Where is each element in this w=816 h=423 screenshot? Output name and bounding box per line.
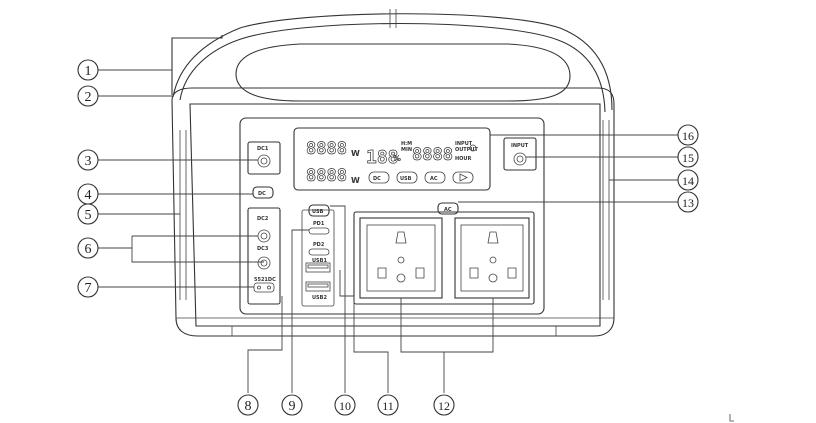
lcd-icon-usb: USB — [400, 176, 412, 182]
usb-output-section: USB PD1 PD2 USB1 USB2 — [301, 204, 335, 307]
lcd-unit-w-bottom: W — [351, 176, 360, 185]
usb1-port[interactable] — [305, 262, 331, 273]
carry-handle — [171, 9, 613, 113]
device-body — [171, 87, 615, 337]
callout-7: 7 — [77, 276, 99, 298]
callout-15: 15 — [677, 146, 699, 168]
callout-13: 13 — [677, 191, 699, 213]
input-label: INPUT — [511, 143, 529, 149]
dc2-port[interactable] — [257, 229, 271, 243]
usb2-port[interactable] — [305, 281, 331, 292]
lcd-flag-output: OUTPUT — [455, 147, 478, 153]
pd1-label: PD1 — [313, 221, 325, 227]
lcd-battery-percent: 188 — [366, 147, 399, 168]
dc1-port[interactable] — [257, 154, 271, 168]
dc5521-port[interactable] — [253, 282, 275, 293]
dc3-label: DC3 — [257, 246, 269, 252]
callout-12: 12 — [433, 394, 455, 416]
dc-output-section: DC1 DC DC2 DC3 5521DC — [247, 141, 281, 305]
svg-text:4: 4 — [85, 188, 92, 203]
dc-button-label: DC — [258, 191, 266, 197]
stray-mark — [729, 414, 734, 422]
lcd-time-value: 8888 — [412, 145, 453, 165]
usb-button[interactable] — [308, 204, 330, 217]
lcd-time-unit: HOUR — [455, 156, 471, 162]
input-section: INPUT — [503, 137, 537, 171]
input-port[interactable] — [513, 152, 527, 166]
dc1-label: DC1 — [257, 146, 269, 152]
svg-text:1: 1 — [85, 64, 92, 79]
svg-text:3: 3 — [85, 154, 92, 169]
callout-6: 6 — [77, 237, 99, 259]
callout-14: 14 — [677, 169, 699, 191]
lcd-watts-in: 8888 — [306, 139, 347, 159]
callout-9: 9 — [281, 394, 303, 416]
svg-text:7: 7 — [85, 281, 92, 296]
lcd-watts-out: 8888 — [306, 166, 347, 186]
callout-16: 16 — [677, 124, 699, 146]
lcd-play-icon — [452, 171, 474, 184]
usb-button-label: USB — [312, 209, 324, 215]
lcd-display: 8888 W 8888 W 188 % H:M MIN 8888 INPUT O… — [293, 127, 491, 191]
ac-socket-2[interactable] — [454, 217, 530, 299]
lcd-time-flag-min: MIN — [401, 147, 412, 153]
usb1-label: USB1 — [312, 258, 327, 264]
callout-3: 3 — [77, 149, 99, 171]
pd1-port[interactable] — [308, 227, 330, 235]
dc5521-label: 5521DC — [254, 277, 276, 283]
svg-text:9: 9 — [289, 399, 296, 414]
lcd-icon-ac: AC — [430, 176, 438, 182]
lcd-icon-dc: DC — [373, 176, 381, 182]
ac-button-label: AC — [444, 207, 452, 213]
callouts: 1 2 3 4 5 6 7 8 9 10 11 12 13 14 15 16 — [77, 59, 699, 416]
svg-text:5: 5 — [85, 208, 92, 223]
ac-output-section: AC — [353, 202, 535, 305]
ac-socket-1[interactable] — [359, 217, 443, 299]
svg-text:6: 6 — [85, 242, 92, 257]
svg-text:16: 16 — [682, 129, 694, 143]
svg-text:12: 12 — [438, 399, 450, 413]
svg-text:10: 10 — [339, 399, 351, 413]
pd2-port[interactable] — [308, 248, 330, 256]
svg-text:2: 2 — [85, 90, 92, 105]
ac-button[interactable] — [437, 202, 459, 215]
callout-1: 1 — [77, 59, 99, 81]
front-panel — [239, 117, 545, 315]
callout-8: 8 — [237, 394, 259, 416]
dc-button[interactable] — [252, 186, 274, 199]
callout-5: 5 — [77, 203, 99, 225]
svg-text:11: 11 — [382, 399, 394, 413]
leader-lines — [98, 69, 678, 393]
lcd-unit-w-top: W — [351, 149, 360, 158]
lcd-percent-unit: % — [393, 154, 401, 163]
lcd-time-flag-hm: H:M — [401, 141, 412, 147]
lcd-flag-input: INPUT — [455, 141, 473, 147]
dc3-port[interactable] — [257, 256, 271, 270]
callout-4: 4 — [77, 183, 99, 205]
callout-11: 11 — [377, 394, 399, 416]
callout-10: 10 — [334, 394, 356, 416]
callout-2: 2 — [77, 85, 99, 107]
dc2-label: DC2 — [257, 216, 269, 222]
pd2-label: PD2 — [313, 242, 325, 248]
svg-text:15: 15 — [682, 151, 694, 165]
usb2-label: USB2 — [312, 295, 327, 301]
svg-text:8: 8 — [245, 399, 252, 414]
svg-text:13: 13 — [682, 196, 694, 210]
svg-text:14: 14 — [682, 174, 694, 188]
